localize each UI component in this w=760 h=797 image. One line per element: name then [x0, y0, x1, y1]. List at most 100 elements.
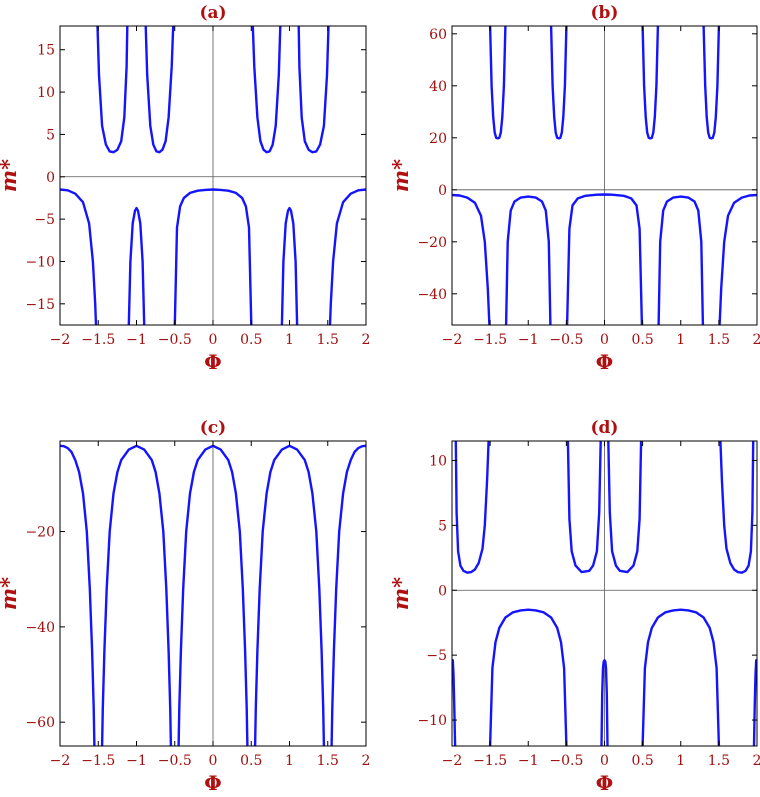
series-branch-4: [144, 25, 175, 154]
x-tick-label: 1.5: [317, 332, 339, 348]
x-tick-label: −0.5: [158, 332, 192, 348]
x-axis-label: Φ: [596, 771, 613, 795]
x-tick-label: −1.5: [81, 332, 115, 348]
series-branch-8: [297, 25, 330, 154]
series-branch-6: [251, 25, 282, 154]
x-tick-label: 0: [209, 753, 218, 769]
y-axis-label: m*: [0, 159, 21, 192]
series-branch-2: [100, 444, 173, 747]
y-tick-label: 10: [429, 453, 447, 469]
x-tick-label: 0.5: [631, 332, 653, 348]
series-branch-5: [173, 188, 253, 326]
y-tick-label: 40: [429, 79, 447, 95]
x-tick-label: −0.5: [549, 753, 583, 769]
y-tick-label: −10: [25, 254, 55, 270]
series-branch-1: [60, 188, 98, 326]
x-tick-label: −2: [442, 332, 463, 348]
x-tick-label: 0.5: [240, 332, 262, 348]
y-tick-label: 15: [37, 43, 55, 59]
y-axis-label: m*: [388, 159, 413, 192]
series-branch-7: [280, 206, 299, 326]
panel-title: (c): [200, 418, 226, 438]
x-tick-label: 2: [362, 753, 371, 769]
series-branch-7: [641, 608, 721, 747]
y-tick-label: −5: [34, 212, 55, 228]
panel-title: (a): [199, 3, 226, 23]
x-tick-label: −1: [518, 332, 539, 348]
series-branch-2: [488, 25, 507, 140]
x-tick-label: −2: [442, 753, 463, 769]
x-tick-label: −1.5: [81, 753, 115, 769]
y-tick-label: 60: [429, 27, 447, 43]
series-branch-3: [488, 608, 568, 747]
series-branch-8: [719, 440, 755, 574]
x-tick-label: −1: [518, 753, 539, 769]
panel-title: (b): [591, 3, 619, 23]
x-tick-label: 1: [676, 332, 685, 348]
x-tick-label: 1: [285, 753, 294, 769]
series-branch-6: [607, 440, 643, 574]
x-tick-label: 2: [753, 332, 760, 348]
x-axis-label: Φ: [204, 350, 221, 374]
x-tick-label: 0: [600, 753, 609, 769]
y-tick-label: 0: [46, 170, 55, 186]
x-tick-label: 0.5: [240, 753, 262, 769]
x-tick-label: 1.5: [317, 753, 339, 769]
series-branch-3: [504, 195, 552, 326]
x-tick-label: 2: [362, 332, 371, 348]
x-tick-label: 0: [209, 332, 218, 348]
y-tick-label: −20: [417, 235, 447, 251]
y-axis-label: m*: [388, 577, 413, 610]
series-branch-5: [565, 193, 644, 326]
x-tick-label: −0.5: [549, 332, 583, 348]
x-tick-label: 0.5: [631, 753, 653, 769]
y-tick-label: −15: [25, 297, 55, 313]
x-tick-label: −2: [50, 332, 71, 348]
y-tick-label: −10: [417, 713, 447, 729]
x-tick-label: 1: [285, 332, 294, 348]
x-tick-label: −1: [126, 753, 147, 769]
series-branch-2: [96, 25, 129, 154]
series-branch-7: [657, 195, 705, 326]
y-tick-label: 10: [37, 85, 55, 101]
x-tick-label: −2: [50, 753, 71, 769]
x-tick-label: 2: [753, 753, 760, 769]
panel-a: −2 −1.5 −1 −0.5 0 0.5 1 1.5 2 −15 −10 −5 0 5 10 15 (a) Φm…: [0, 3, 370, 374]
x-tick-label: −1: [126, 332, 147, 348]
x-axis-label: Φ: [204, 771, 221, 795]
series-branch-5: [330, 444, 366, 747]
y-tick-label: −60: [25, 715, 55, 731]
series-branch-9: [328, 188, 366, 326]
y-tick-label: 5: [46, 127, 55, 143]
y-tick-label: 0: [438, 583, 447, 599]
x-tick-label: 1.5: [708, 753, 730, 769]
x-axis-label: Φ: [596, 350, 613, 374]
x-tick-label: 1.5: [708, 332, 730, 348]
x-tick-label: 1: [676, 753, 685, 769]
series-branch-3: [127, 206, 146, 326]
y-tick-label: 20: [429, 131, 447, 147]
series-branch-1: [60, 444, 96, 747]
panel-d: −2 −1.5 −1 −0.5 0 0.5 1 1.5 2 −10 −5 0 5 10 (d) Φm*: [388, 418, 760, 795]
y-tick-label: −40: [417, 287, 447, 303]
y-tick-label: 5: [438, 518, 447, 534]
series-branch-4: [549, 25, 568, 140]
y-tick-label: −5: [426, 648, 447, 664]
x-tick-label: −1.5: [473, 753, 507, 769]
series-branch-8: [702, 25, 721, 140]
x-tick-label: −1.5: [473, 332, 507, 348]
series-branch-6: [641, 25, 660, 140]
series-branch-9: [718, 193, 757, 326]
y-tick-label: −20: [25, 525, 55, 541]
x-tick-label: 0: [600, 332, 609, 348]
series-branch-4: [253, 444, 326, 747]
y-tick-label: 0: [438, 183, 447, 199]
y-axis-label: m*: [0, 577, 21, 610]
panel-title: (d): [591, 418, 619, 438]
series-branch-4: [566, 440, 602, 574]
x-tick-label: −0.5: [158, 753, 192, 769]
series-branch-1: [452, 193, 491, 326]
series-branch-2: [454, 440, 490, 574]
